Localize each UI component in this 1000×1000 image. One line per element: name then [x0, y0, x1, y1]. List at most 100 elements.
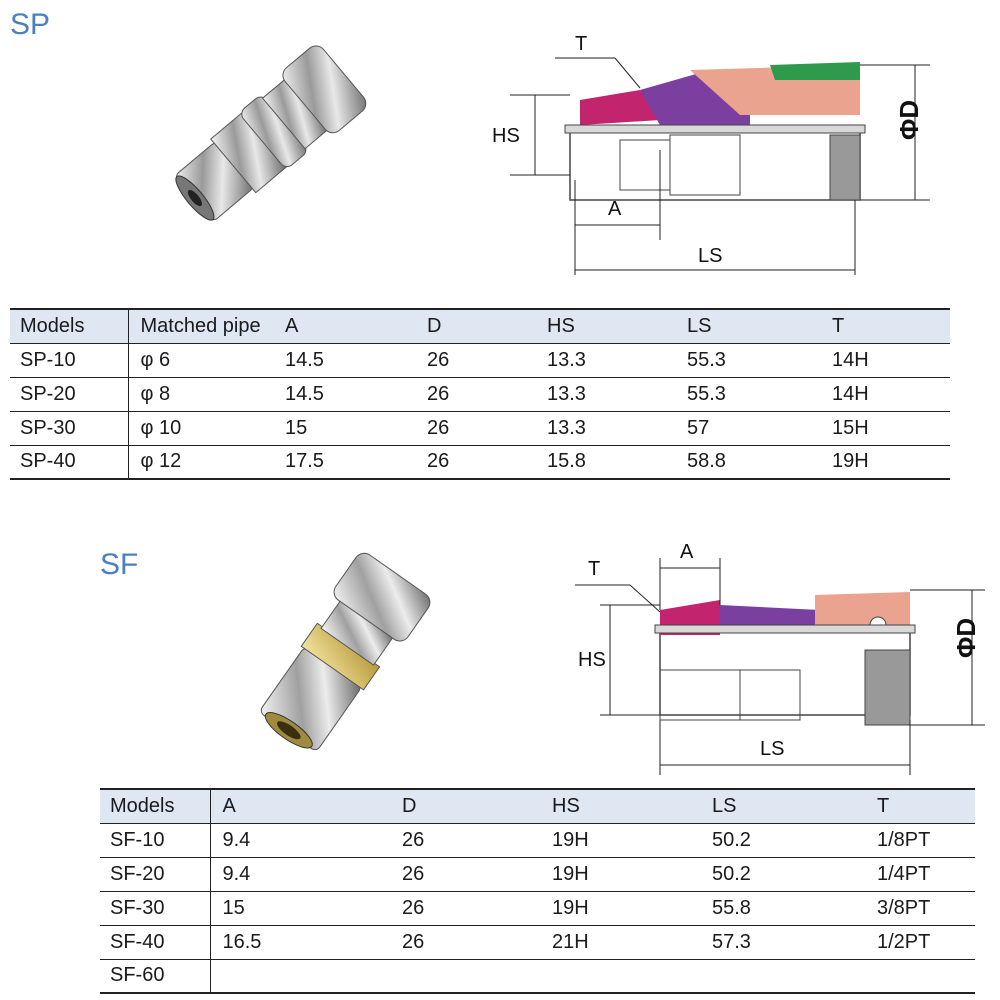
- sp-cell-t: 15H: [820, 411, 950, 446]
- sp-cell-d: 26: [415, 445, 535, 480]
- sp-cell-d: 26: [415, 343, 535, 378]
- sp-cell-model: SP-30: [10, 411, 129, 446]
- sf-cell-model: SF-40: [100, 925, 211, 960]
- sp-dim-a: A: [608, 198, 622, 220]
- sp-cell-d: 26: [415, 377, 535, 412]
- sf-cell-t: 1/8PT: [865, 823, 975, 858]
- sf-cell-a: 9.4: [210, 857, 390, 892]
- sf-cell-t: [865, 959, 975, 994]
- table-row: SF-30 15 26 19H 55.8 3/8PT: [100, 891, 975, 926]
- sf-cell-ls: 57.3: [700, 925, 865, 960]
- sf-section-title: SF: [100, 548, 139, 581]
- sf-dim-hs: HS: [578, 649, 606, 671]
- sp-cell-a: 17.5: [273, 445, 415, 480]
- sp-header-hs: HS: [535, 308, 675, 344]
- table-row: SP-40 φ 12 17.5 26 15.8 58.8 19H: [10, 445, 950, 480]
- sf-cell-d: 26: [390, 857, 540, 892]
- table-row: SP-10 φ 6 14.5 26 13.3 55.3 14H: [10, 343, 950, 378]
- sf-cell-hs: 19H: [540, 823, 700, 858]
- sp-dim-hs: HS: [492, 125, 520, 147]
- sp-cell-hs: 13.3: [535, 377, 675, 412]
- sp-header-models: Models: [10, 308, 129, 344]
- sp-cell-model: SP-40: [10, 445, 129, 480]
- sf-cell-model: SF-30: [100, 891, 211, 926]
- sp-cell-a: 14.5: [273, 343, 415, 378]
- sp-cell-a: 14.5: [273, 377, 415, 412]
- sf-cell-ls: 50.2: [700, 823, 865, 858]
- sf-header-d: D: [390, 788, 540, 824]
- sf-header-models: Models: [100, 788, 211, 824]
- sf-cell-a: [210, 959, 390, 994]
- table-row: SF-10 9.4 26 19H 50.2 1/8PT: [100, 823, 975, 858]
- sp-cell-t: 14H: [820, 343, 950, 378]
- sp-cell-ls: 57: [675, 411, 820, 446]
- sf-dim-a: A: [680, 541, 694, 563]
- sp-cell-hs: 13.3: [535, 343, 675, 378]
- sp-section-title: SP: [10, 8, 51, 41]
- sp-header-d: D: [415, 308, 535, 344]
- sp-header-pipe: Matched pipe: [128, 308, 273, 344]
- sp-cell-pipe: φ 8: [128, 377, 273, 412]
- sp-cell-t: 19H: [820, 445, 950, 480]
- sf-dim-t: T: [588, 558, 600, 580]
- sp-cell-pipe: φ 12: [128, 445, 273, 480]
- sf-cell-a: 16.5: [210, 925, 390, 960]
- sf-cell-d: 26: [390, 823, 540, 858]
- sf-body-drawing: [654, 592, 916, 726]
- sp-header-row: Models Matched pipe A D HS LS T: [10, 308, 950, 344]
- sf-spec-table: Models A D HS LS T SF-10 9.4 26 19H 50.2…: [100, 788, 975, 994]
- table-row: SP-20 φ 8 14.5 26 13.3 55.3 14H: [10, 377, 950, 412]
- sp-cell-d: 26: [415, 411, 535, 446]
- sp-header-ls: LS: [675, 308, 820, 344]
- sf-cell-t: 1/4PT: [865, 857, 975, 892]
- sf-header-row: Models A D HS LS T: [100, 788, 975, 824]
- sf-cell-hs: 19H: [540, 891, 700, 926]
- sp-dimension-diagram: HS A LS ΦD T: [492, 33, 930, 275]
- sf-cell-ls: [700, 959, 865, 994]
- sf-cell-hs: 21H: [540, 925, 700, 960]
- sp-dim-d: ΦD: [894, 100, 924, 140]
- table-row: SF-20 9.4 26 19H 50.2 1/4PT: [100, 857, 975, 892]
- sf-dim-d: ΦD: [951, 618, 981, 658]
- sf-cell-ls: 50.2: [700, 857, 865, 892]
- sf-cell-t: 1/2PT: [865, 925, 975, 960]
- sp-cell-ls: 58.8: [675, 445, 820, 480]
- table-row: SF-40 16.5 26 21H 57.3 1/2PT: [100, 925, 975, 960]
- sf-dim-ls: LS: [760, 738, 784, 760]
- sf-cell-d: [390, 959, 540, 994]
- sp-cell-hs: 15.8: [535, 445, 675, 480]
- sf-cell-a: 15: [210, 891, 390, 926]
- sp-dim-ls: LS: [698, 245, 722, 267]
- sp-cell-ls: 55.3: [675, 377, 820, 412]
- sf-cell-ls: 55.8: [700, 891, 865, 926]
- sp-header-a: A: [273, 308, 415, 344]
- sf-cell-t: 3/8PT: [865, 891, 975, 926]
- sf-cell-hs: [540, 959, 700, 994]
- sp-cell-pipe: φ 6: [128, 343, 273, 378]
- sf-cell-d: 26: [390, 891, 540, 926]
- sf-coupler-photo: [260, 552, 431, 751]
- sp-cell-a: 15: [273, 411, 415, 446]
- sf-header-ls: LS: [700, 788, 865, 824]
- sf-dimension-diagram: HS A LS ΦD T: [575, 541, 985, 775]
- sp-spec-table: Models Matched pipe A D HS LS T SP-10 φ …: [10, 308, 950, 480]
- sf-cell-d: 26: [390, 925, 540, 960]
- table-row: SP-30 φ 10 15 26 13.3 57 15H: [10, 411, 950, 446]
- sf-cell-a: 9.4: [210, 823, 390, 858]
- sp-cell-ls: 55.3: [675, 343, 820, 378]
- sf-cell-hs: 19H: [540, 857, 700, 892]
- table-row: SF-60: [100, 959, 975, 994]
- sp-header-t: T: [820, 308, 950, 344]
- sf-cell-model: SF-10: [100, 823, 211, 858]
- sf-cell-model: SF-60: [100, 959, 211, 994]
- sf-cell-model: SF-20: [100, 857, 211, 892]
- sf-header-t: T: [865, 788, 975, 824]
- sp-cell-pipe: φ 10: [128, 411, 273, 446]
- sp-dim-t: T: [575, 33, 587, 55]
- sf-header-a: A: [210, 788, 390, 824]
- sp-cell-t: 14H: [820, 377, 950, 412]
- sp-cell-model: SP-20: [10, 377, 129, 412]
- sp-cell-model: SP-10: [10, 343, 129, 378]
- sp-body-drawing: [564, 62, 866, 201]
- sf-header-hs: HS: [540, 788, 700, 824]
